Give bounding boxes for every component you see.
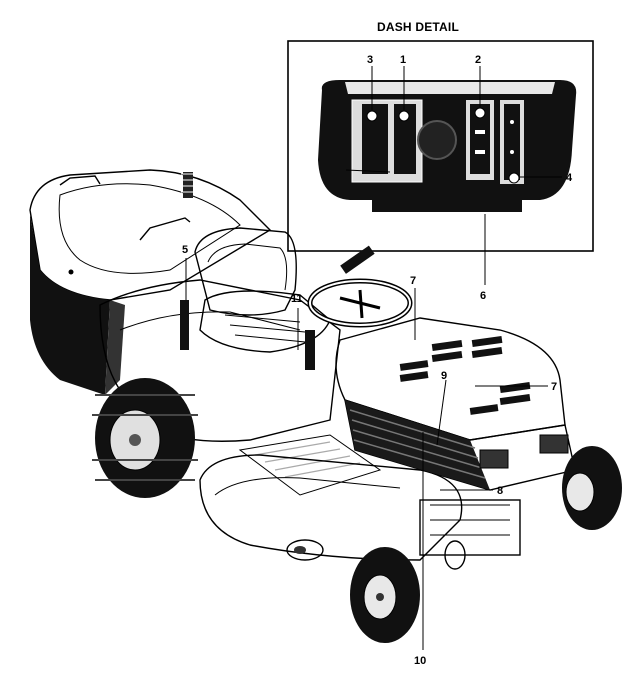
callout-8: 8 [497, 485, 503, 497]
catcher-rivet [68, 269, 74, 275]
switch-mark-a [475, 130, 485, 134]
knob-1 [398, 110, 410, 122]
throttle-knob [340, 245, 375, 274]
steering-assembly [307, 245, 413, 328]
rear-fender [99, 279, 341, 442]
mower-deck [199, 454, 463, 561]
mat-ribs [254, 441, 361, 478]
indicator-dot-b [510, 150, 514, 154]
catcher-handle-rear [59, 175, 101, 186]
rear-axle-cap [129, 434, 141, 446]
front-wheel-right-hub [565, 472, 595, 512]
catcher-lid-recess [58, 183, 241, 274]
fender-crease [119, 311, 301, 331]
light-switch-slot [470, 104, 490, 174]
center-gauge [417, 120, 457, 160]
callout-11: 11 [291, 293, 303, 305]
inset-title: DASH DETAIL [377, 20, 459, 34]
leader-9 [436, 379, 447, 446]
lever-11 [305, 330, 315, 370]
switch-mark-b [475, 150, 485, 154]
knob-3 [366, 110, 378, 122]
seat-cushion-ribs [224, 314, 306, 343]
callout-3: 3 [367, 54, 373, 66]
deck-shell [199, 454, 463, 561]
plate-line [345, 169, 391, 173]
mower-body [92, 279, 382, 498]
front-left-axle-cap [376, 593, 384, 601]
headlight-right [539, 434, 569, 454]
steering-wheel-highlight [309, 280, 411, 326]
throttle-slot [394, 104, 416, 174]
deck-rim [214, 477, 401, 496]
knob-4 [508, 172, 520, 184]
catcher-handle-top [139, 217, 191, 241]
callout-2: 2 [475, 54, 481, 66]
dash-detail-inset: DASH DETAIL 3 1 2 4 [287, 20, 594, 252]
headlight-left [479, 449, 509, 469]
hood-vents [399, 335, 531, 415]
steering-spokes [339, 289, 381, 319]
hood-top [335, 317, 566, 441]
catcher-side-bag [30, 215, 110, 395]
frame-detail [430, 504, 510, 536]
catcher-chute-spring [183, 172, 193, 198]
callout-7b: 7 [551, 381, 557, 393]
tread-lines [92, 394, 198, 481]
footrest-mat [238, 434, 382, 496]
knob-2 [474, 107, 486, 119]
callout-5: 5 [182, 244, 188, 256]
deck-gauge-wheel [286, 539, 324, 561]
height-lever-5 [180, 300, 189, 350]
gauge-wheel-hub [294, 546, 306, 554]
caster-wheel [444, 540, 466, 570]
hood-grille [345, 400, 490, 490]
grille-slats [349, 409, 486, 479]
callout-4: 4 [566, 172, 573, 184]
dash-top-lip [345, 82, 555, 94]
catcher-lid [29, 169, 272, 301]
callout-10: 10 [414, 655, 426, 667]
callout-1: 1 [400, 54, 406, 66]
grass-catcher [29, 169, 272, 395]
spring-coils [181, 173, 195, 193]
seat-back [194, 227, 297, 316]
front-axle-frame [419, 499, 521, 556]
seat-back-edge [207, 243, 288, 291]
callout-9: 9 [441, 370, 447, 382]
far-right-slot [504, 104, 520, 180]
dash-lower-edge [372, 200, 522, 212]
front-chassis [350, 446, 622, 643]
callout-6: 6 [480, 290, 486, 302]
indicator-dot-a [510, 120, 514, 124]
callout-7a: 7 [410, 275, 416, 287]
